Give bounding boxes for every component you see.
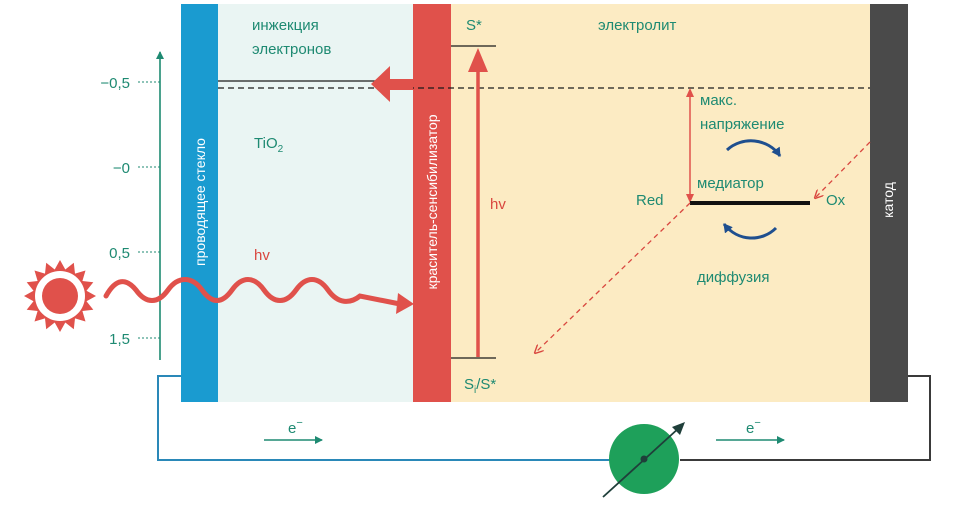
conducting-glass-bar — [181, 4, 218, 402]
rotation-arrow-icon — [725, 139, 782, 157]
cathode-bar — [870, 4, 908, 402]
electron-injection-label-2: электронов — [252, 41, 331, 58]
tick-label: 0,5 — [109, 245, 130, 262]
wave-arrow-icon — [103, 277, 403, 307]
dye-sensitizer-label: краситель-сенсибилизатор — [424, 114, 440, 289]
max-voltage-label-2: напряжение — [700, 116, 784, 133]
tio2-label: TiO2 — [254, 135, 284, 155]
sun-icon — [24, 260, 96, 332]
electron-injection-label: инжекция — [252, 17, 319, 34]
dye-sensitizer-bar — [413, 4, 451, 402]
tio2-region — [217, 4, 414, 402]
wave-arrowhead — [396, 293, 414, 314]
injection-arrow — [371, 66, 413, 102]
electron-label-left: e− — [288, 417, 303, 437]
tick-label: 1,5 — [109, 331, 130, 348]
load-meter-icon — [602, 422, 685, 498]
tick-label: −0 — [113, 160, 130, 177]
ground-state-label: Si/S* — [464, 376, 496, 396]
cathode-label: катод — [880, 182, 896, 218]
electron-label-right: e− — [746, 417, 761, 437]
red-label: Red — [636, 192, 664, 209]
cathode-dashed-arrow — [815, 141, 871, 198]
electrolyte-label: электролит — [598, 17, 677, 34]
excitation-arrowhead — [468, 48, 488, 72]
hv-label: hv — [254, 247, 270, 264]
circuit-wire-left — [157, 375, 610, 461]
excited-state-label: S* — [466, 17, 482, 34]
tick-label: −0,5 — [100, 75, 130, 92]
max-voltage-label: макс. — [700, 92, 737, 109]
hv-dye-label: hv — [490, 196, 506, 213]
circuit-wire-right — [680, 375, 931, 461]
rotation-arrow-icon — [722, 223, 778, 240]
mediator-label: медиатор — [697, 175, 764, 192]
conducting-glass-label: проводящее стекло — [192, 138, 208, 266]
diffusion-label: диффузия — [697, 269, 770, 286]
ox-label: Ox — [826, 192, 846, 209]
